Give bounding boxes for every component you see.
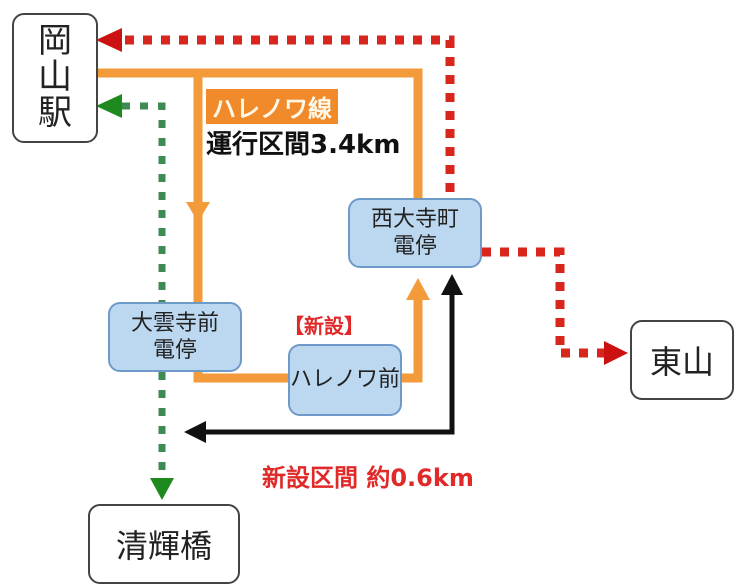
new-section-arrow [205, 290, 455, 435]
hareneowa-line [98, 68, 423, 383]
arrow-up-black-icon [441, 274, 463, 295]
station-higashiyama[interactable]: 東山 [630, 320, 734, 400]
station-seikibashi[interactable]: 清輝橋 [88, 504, 240, 584]
line-distance-label: 運行区間3.4km [206, 130, 401, 160]
arrow-right-to-higashiyama-icon [604, 341, 628, 365]
east-route [125, 35, 605, 358]
new-section-label: 新設区間 約0.6km [262, 464, 474, 492]
arrow-left-black-icon [184, 421, 206, 443]
arrow-left-to-okayama-icon [96, 28, 122, 52]
stop-saidaijicho[interactable]: 西大寺町 電停 [348, 198, 482, 268]
south-route [122, 102, 166, 480]
arrow-left-to-okayama-green-icon [96, 94, 122, 118]
station-okayama[interactable]: 岡 山 駅 [12, 13, 98, 143]
arrow-up-orange-icon [406, 278, 430, 300]
new-stop-tag: 【新設】 [284, 314, 364, 338]
stop-harenowamae[interactable]: ハレノワ前 [288, 344, 402, 416]
stop-daiunjimae[interactable]: 大雲寺前 電停 [108, 302, 242, 372]
arrow-down-to-seikibashi-icon [150, 478, 174, 500]
line-name-label: ハレノワ線 [206, 89, 338, 124]
arrow-down-orange-icon [186, 202, 210, 222]
